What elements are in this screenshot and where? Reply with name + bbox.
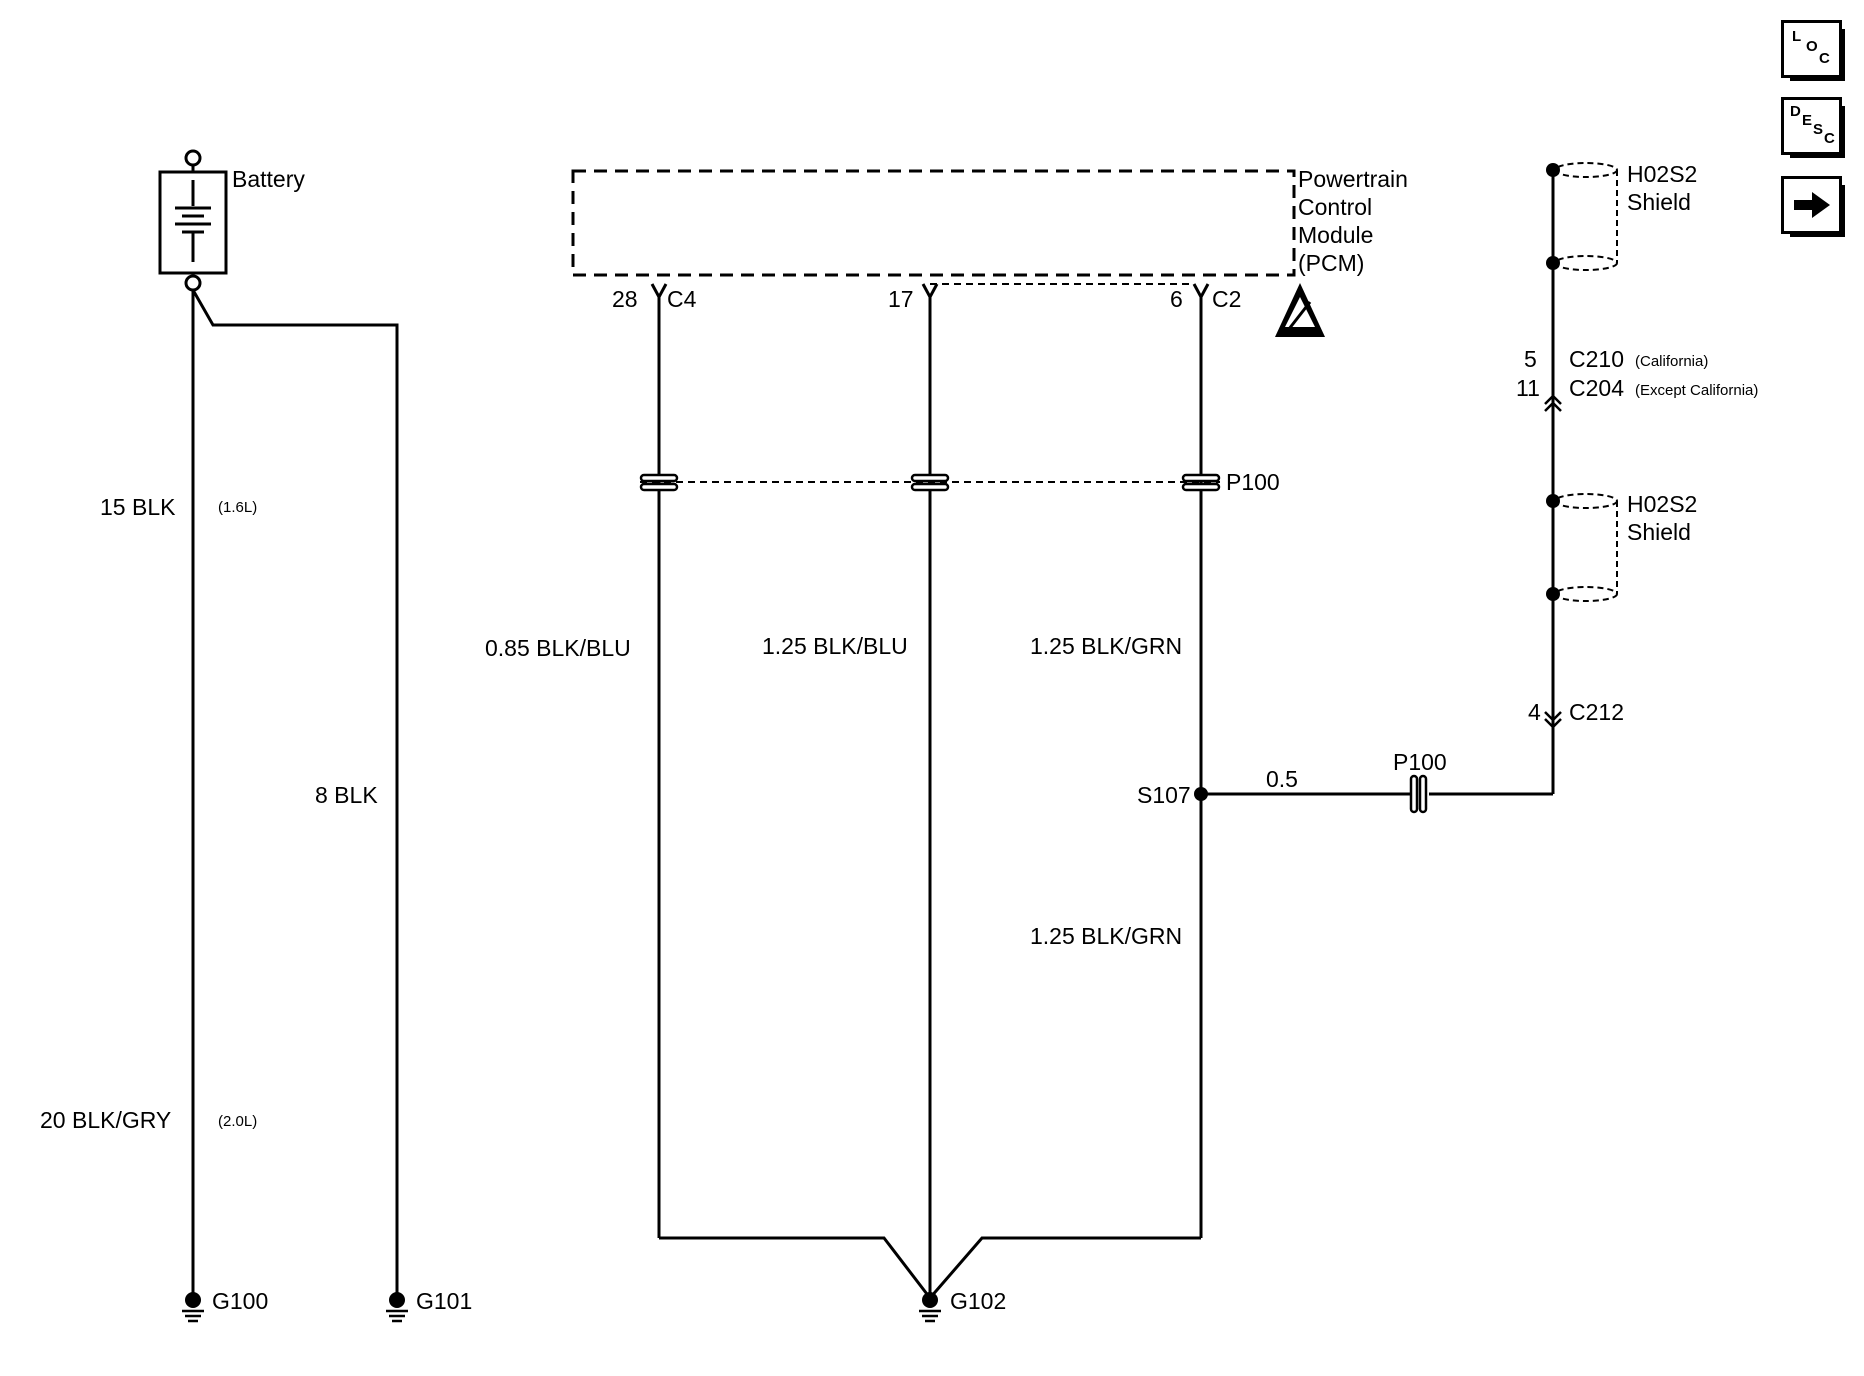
ground-g101-symbol bbox=[386, 1309, 408, 1323]
terminal-17 bbox=[921, 283, 939, 1298]
ground-g100-dot bbox=[185, 1292, 201, 1308]
h02s2-shield-bottom bbox=[1554, 493, 1618, 602]
splice-s107-dot bbox=[1194, 787, 1208, 801]
location-button-letter-3: C bbox=[1819, 50, 1830, 67]
wire-1-25-blk-grn-top-label: 1.25 BLK/GRN bbox=[1030, 633, 1182, 659]
ground-g100-label: G100 bbox=[212, 1288, 268, 1314]
ground-g102-symbol bbox=[919, 1309, 941, 1323]
c212-label: C212 bbox=[1569, 699, 1624, 725]
c210-note: (California) bbox=[1635, 353, 1708, 370]
terminal-6 bbox=[1192, 283, 1210, 1238]
arrow-right-icon bbox=[1793, 192, 1830, 218]
terminal-28 bbox=[650, 283, 668, 1238]
location-button-letter-1: L bbox=[1792, 28, 1802, 45]
location-button-letter-2: O bbox=[1806, 38, 1818, 55]
location-button[interactable]: L O C bbox=[1781, 20, 1845, 81]
wire-8-blk-label: 8 BLK bbox=[315, 782, 378, 808]
ground-g102-label: G102 bbox=[950, 1288, 1006, 1314]
shield-bottom-label-line1: H02S2 bbox=[1627, 491, 1697, 517]
wire-8-blk bbox=[191, 289, 399, 1298]
p100-inline-connector-top bbox=[639, 473, 1221, 492]
pin-28-label: 28 bbox=[612, 286, 638, 312]
connector-c4-label: C4 bbox=[667, 286, 697, 312]
shield-bottom-label-line2: Shield bbox=[1627, 519, 1691, 545]
connector-c2-label: C2 bbox=[1212, 286, 1241, 312]
ground-g102-dot bbox=[922, 1292, 938, 1308]
h02s2-shield-top bbox=[1554, 162, 1618, 271]
description-button[interactable]: D E S C bbox=[1781, 97, 1845, 158]
ground-g101-label: G101 bbox=[416, 1288, 472, 1314]
shield-top-label-line2: Shield bbox=[1627, 189, 1691, 215]
wire-1-25-blk-blu-label: 1.25 BLK/BLU bbox=[762, 633, 908, 659]
pcm-label-line3: Module bbox=[1298, 222, 1373, 248]
connector-c212 bbox=[1544, 711, 1562, 729]
battery-label: Battery bbox=[232, 166, 305, 192]
wire-15-blk-label: 15 BLK bbox=[100, 494, 176, 520]
c204-label: C204 bbox=[1569, 375, 1624, 401]
description-button-letter-2: E bbox=[1802, 112, 1813, 129]
splice-s107-label: S107 bbox=[1137, 782, 1191, 808]
p100-mid-label: P100 bbox=[1393, 749, 1447, 775]
wire-2-0l-note: (2.0L) bbox=[218, 1113, 257, 1130]
pin-17-label: 17 bbox=[888, 286, 914, 312]
pcm-label-line4: (PCM) bbox=[1298, 250, 1364, 276]
battery-symbol bbox=[158, 149, 228, 292]
p100-inline-connector-mid bbox=[1409, 774, 1428, 814]
pcm-module-box bbox=[571, 169, 1296, 277]
wire-1-25-blk-grn-bottom-label: 1.25 BLK/GRN bbox=[1030, 923, 1182, 949]
wire-20-blk-gry-label: 20 BLK/GRY bbox=[40, 1107, 171, 1133]
ground-g101-dot bbox=[389, 1292, 405, 1308]
wire-0-5-label: 0.5 bbox=[1266, 766, 1298, 792]
pin-6-label: 6 bbox=[1170, 286, 1183, 312]
ground-g100-symbol bbox=[182, 1309, 204, 1323]
description-button-letter-3: S bbox=[1813, 121, 1824, 138]
c212-pin-label: 4 bbox=[1528, 699, 1541, 725]
wire-0-85-blk-blu-label: 0.85 BLK/BLU bbox=[485, 635, 631, 661]
shield-top-label-line1: H02S2 bbox=[1627, 161, 1697, 187]
description-button-letter-1: D bbox=[1790, 103, 1801, 120]
pcm-label-line1: Powertrain bbox=[1298, 166, 1408, 192]
pcm-label-line2: Control bbox=[1298, 194, 1372, 220]
esd-warning-icon bbox=[1275, 283, 1325, 337]
connector-c210-c204 bbox=[1544, 394, 1562, 412]
next-arrow-button[interactable] bbox=[1781, 176, 1845, 237]
c210-label: C210 bbox=[1569, 346, 1624, 372]
c204-pin-label: 11 bbox=[1516, 375, 1540, 401]
c204-note: (Except California) bbox=[1635, 382, 1758, 399]
c210-pin-label: 5 bbox=[1524, 346, 1537, 372]
wire-1-6l-note: (1.6L) bbox=[218, 499, 257, 516]
description-button-letter-4: C bbox=[1824, 130, 1835, 147]
p100-top-label: P100 bbox=[1226, 469, 1280, 495]
